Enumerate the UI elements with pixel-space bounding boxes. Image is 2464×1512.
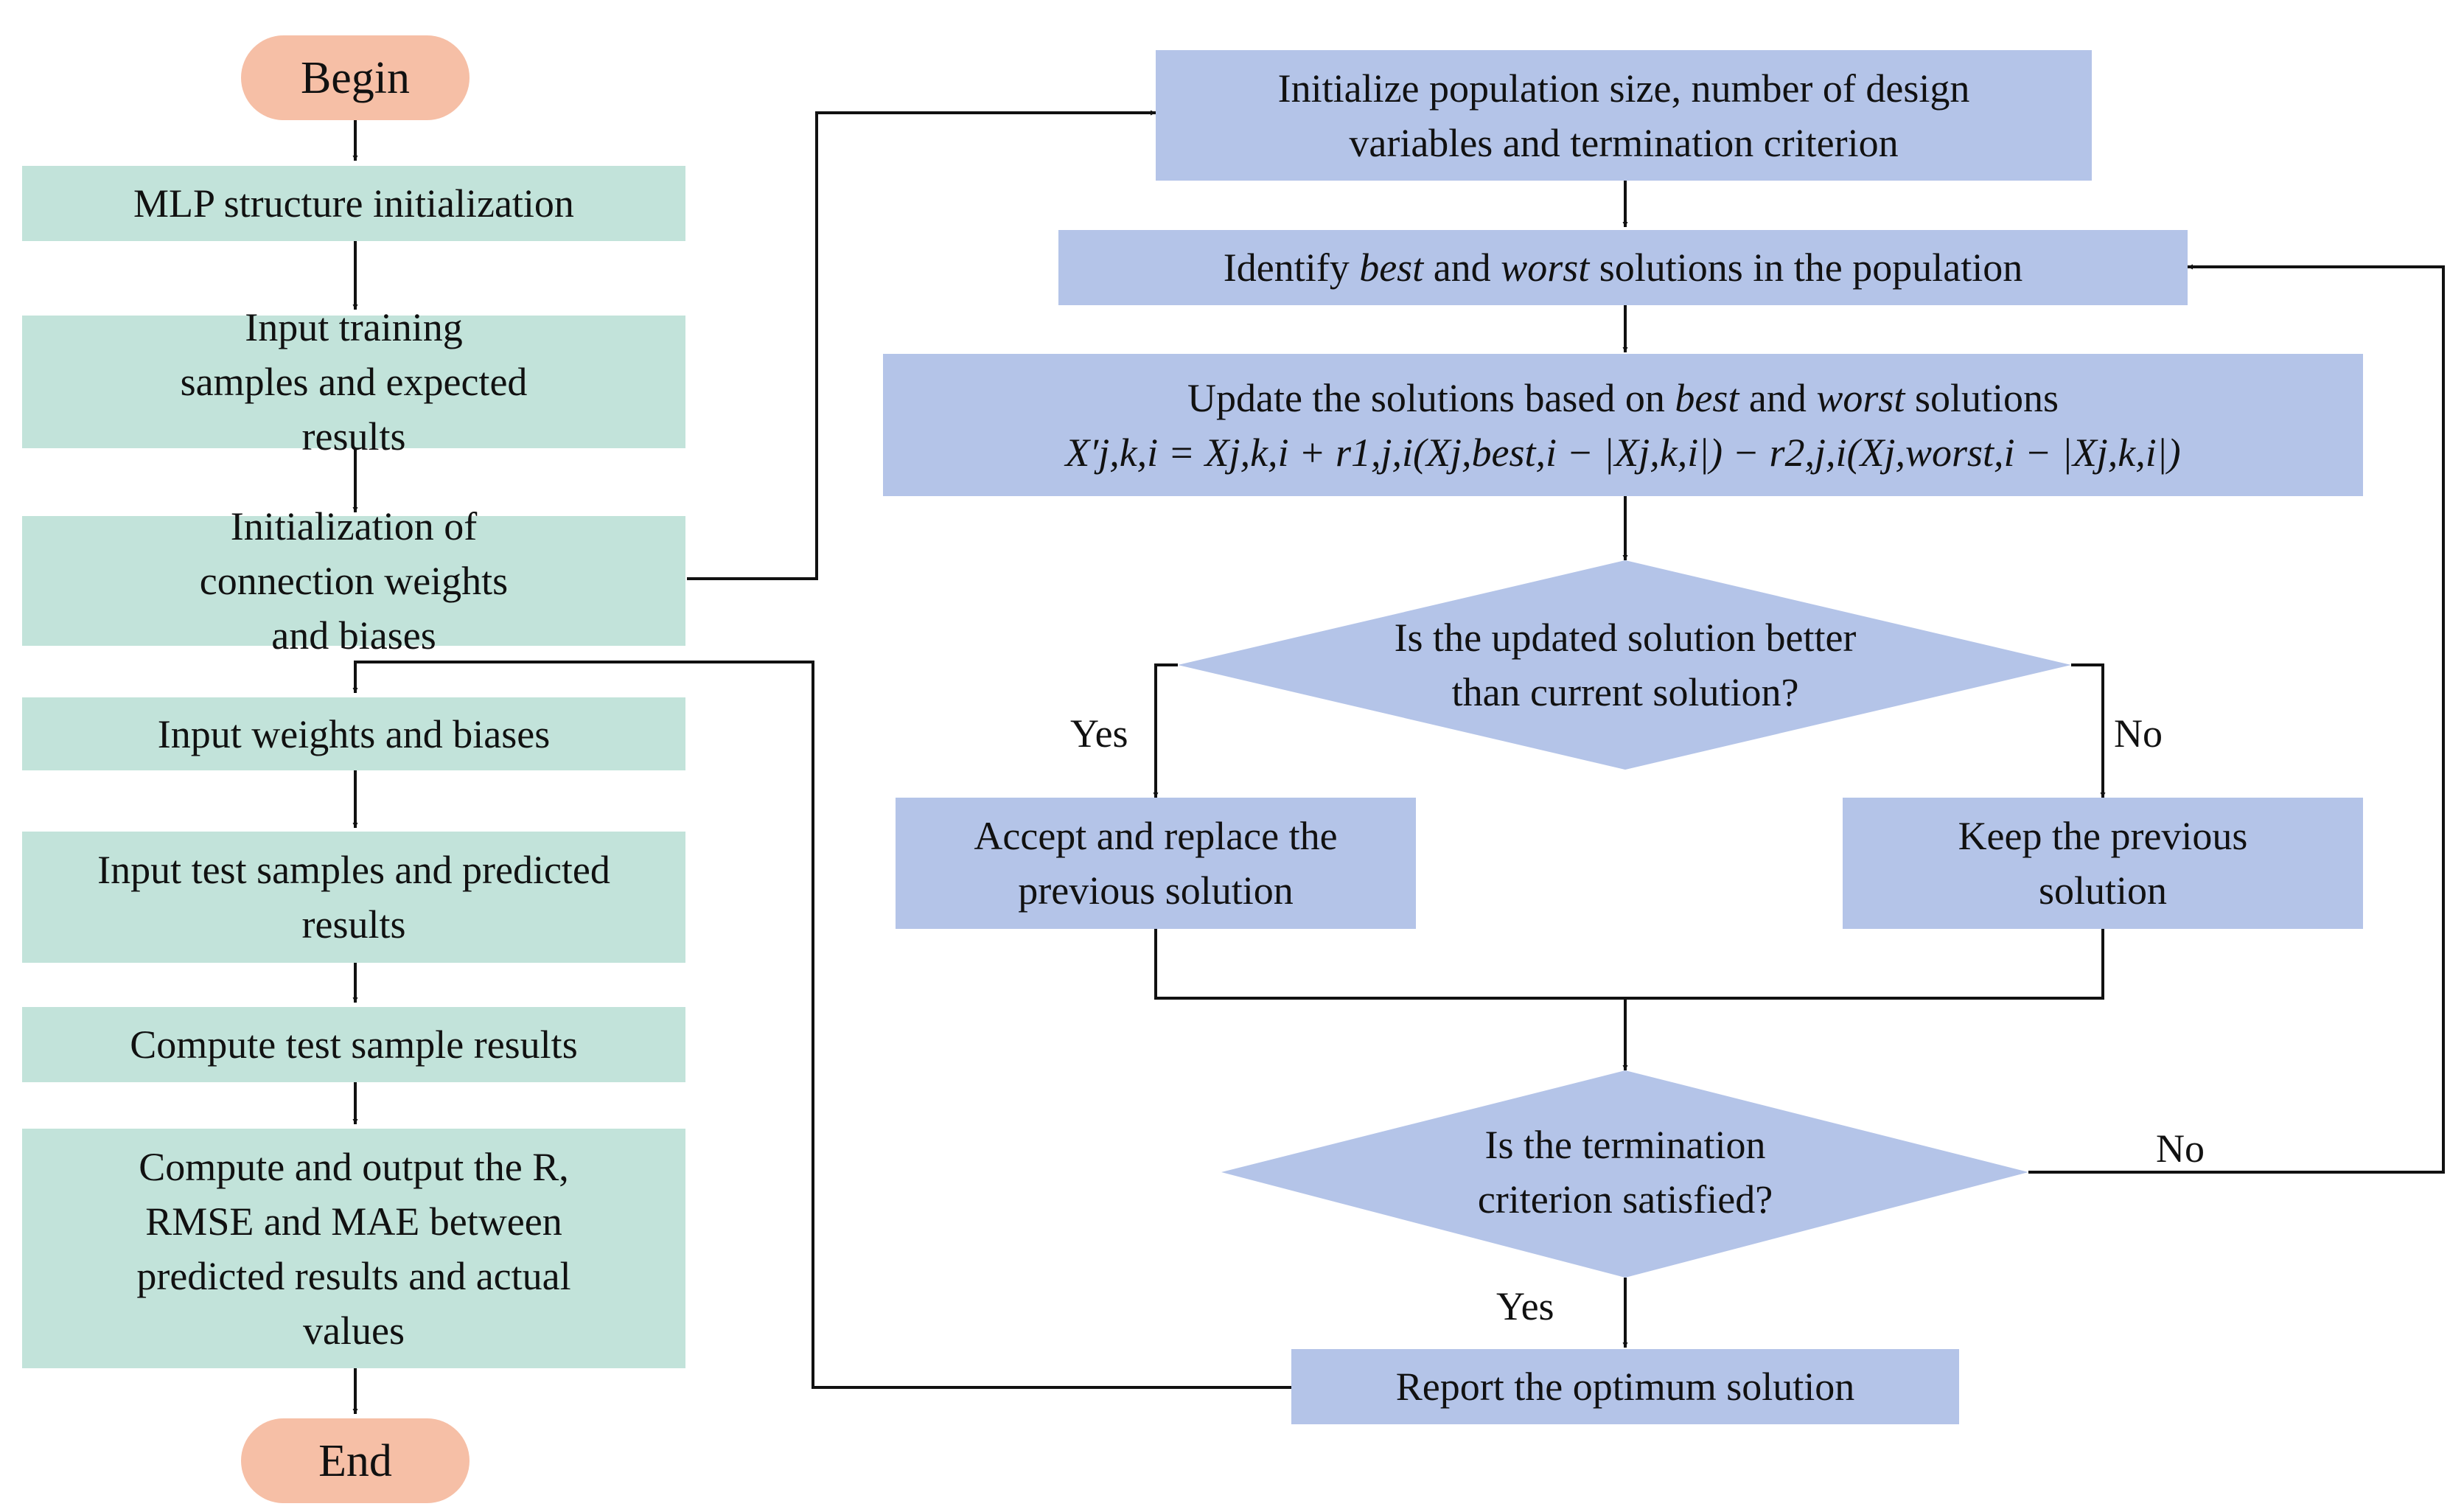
input-training-box: Input training samples and expected resu… xyxy=(22,305,685,459)
input-weights-label: Input weights and biases xyxy=(157,711,551,756)
begin-terminal: Begin xyxy=(241,35,470,120)
decision-better-text: Is the updated solution better than curr… xyxy=(1371,582,1880,748)
identify-best: best xyxy=(1359,245,1424,290)
input-test-label: Input test samples and predicted results xyxy=(97,848,610,947)
update-suffix: solutions xyxy=(1905,375,2059,420)
arrow-report-to-inputweights xyxy=(352,661,1291,1389)
begin-label: Begin xyxy=(300,52,411,103)
compute-output-box: Compute and output the R, RMSE and MAE b… xyxy=(22,1129,685,1368)
identify-worst: worst xyxy=(1501,245,1590,290)
update-prefix: Update the solutions based on xyxy=(1187,375,1675,420)
edge-label-yes-left: Yes xyxy=(1070,711,1128,756)
mlp-init-label: MLP structure initialization xyxy=(133,181,574,226)
decision-better-label: Is the updated solution better than curr… xyxy=(1394,616,1857,714)
update-and: and xyxy=(1739,375,1817,420)
identify-and: and xyxy=(1423,245,1501,290)
input-test-box: Input test samples and predicted results xyxy=(22,832,685,963)
update-label: Update the solutions based on best and w… xyxy=(1187,371,2059,425)
compute-test-box: Compute test sample results xyxy=(22,1007,685,1082)
report-box: Report the optimum solution xyxy=(1291,1349,1959,1424)
init-weights-box: Initialization of connection weights and… xyxy=(22,504,685,658)
input-weights-box: Input weights and biases xyxy=(22,697,685,770)
edge-label-no-right: No xyxy=(2114,711,2163,756)
update-formula: X′j,k,i = Xj,k,i + r1,j,i(Xj,best,i − |X… xyxy=(1065,430,2181,475)
input-training-label: Input training samples and expected resu… xyxy=(180,305,528,459)
update-best: best xyxy=(1675,375,1739,420)
identify-suffix: solutions in the population xyxy=(1589,245,2023,290)
decision-termination-diamond xyxy=(1221,1070,2028,1278)
end-terminal: End xyxy=(241,1418,470,1503)
merge-line xyxy=(1154,929,2104,1000)
keep-box: Keep the previous solution xyxy=(1843,798,2363,929)
init-weights-label: Initialization of connection weights and… xyxy=(199,504,509,658)
accept-label: Accept and replace the previous solution xyxy=(974,814,1338,913)
accept-box: Accept and replace the previous solution xyxy=(896,798,1416,929)
identify-prefix: Identify xyxy=(1223,245,1360,290)
edge-label-no-loop: No xyxy=(2156,1126,2205,1171)
report-label: Report the optimum solution xyxy=(1395,1365,1855,1409)
arrow-termination-no xyxy=(2028,264,2445,1174)
decision-better-diamond xyxy=(1178,560,2071,770)
identify-box: Identify best and worst solutions in the… xyxy=(1058,230,2188,305)
arrow-decision-yes xyxy=(1153,663,1178,798)
update-box: Update the solutions based on best and w… xyxy=(883,354,2363,496)
arrow-decision-no xyxy=(2071,663,2106,798)
end-label: End xyxy=(318,1435,392,1486)
edge-label-yes-down: Yes xyxy=(1496,1284,1554,1328)
init-population-box: Initialize population size, number of de… xyxy=(1156,50,2092,181)
identify-label: Identify best and worst solutions in the… xyxy=(1224,240,2022,295)
compute-test-label: Compute test sample results xyxy=(130,1022,578,1067)
init-population-label: Initialize population size, number of de… xyxy=(1277,66,1970,165)
update-worst: worst xyxy=(1816,375,1905,420)
mlp-init-box: MLP structure initialization xyxy=(22,166,685,241)
keep-label: Keep the previous solution xyxy=(1958,814,2248,913)
decision-termination-label: Is the termination criterion satisfied? xyxy=(1477,1123,1773,1222)
arrow-init-to-population xyxy=(687,110,1156,580)
decision-termination-text: Is the termination criterion satisfied? xyxy=(1426,1113,1824,1231)
compute-output-label: Compute and output the R, RMSE and MAE b… xyxy=(136,1144,571,1353)
